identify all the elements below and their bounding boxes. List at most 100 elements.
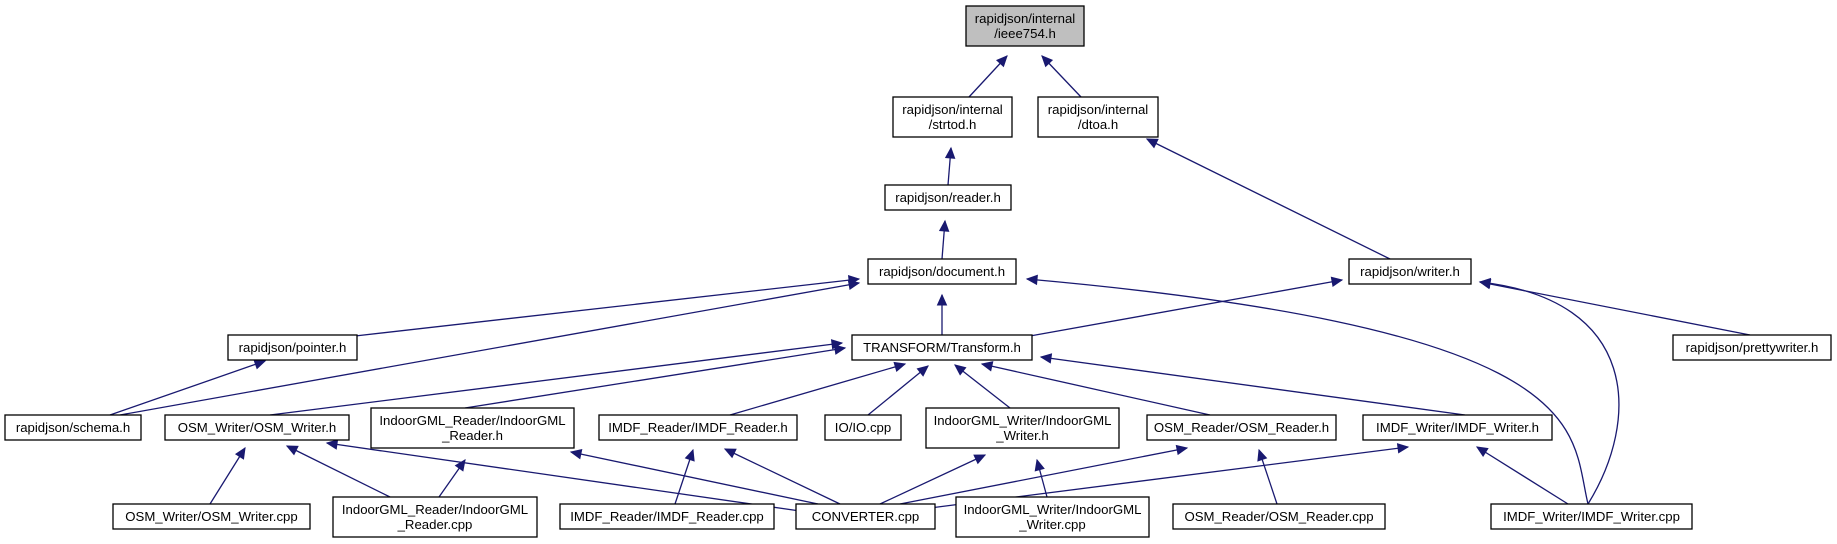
edge-converter_cpp-to-indoorgml_writer_h xyxy=(879,454,986,505)
edge-osm_writer_cpp-to-osm_writer_h xyxy=(209,447,246,505)
node-box xyxy=(559,503,775,530)
edge-converter_cpp-to-imdf_reader_h xyxy=(724,448,841,505)
node-osm-reader-cpp[interactable]: OSM_Reader/OSM_Reader.cpp xyxy=(1172,503,1386,530)
node-label: rapidjson/reader.h xyxy=(895,190,1001,205)
node-box xyxy=(1672,334,1832,361)
node-converter-cpp[interactable]: CONVERTER.cpp xyxy=(795,503,936,530)
node-label: rapidjson/writer.h xyxy=(1360,264,1460,279)
edge-transform-to-writer xyxy=(1029,279,1343,337)
node-label: IndoorGML_Reader/IndoorGML xyxy=(342,502,528,517)
edge-arrowhead xyxy=(1034,458,1045,472)
edge-arrowhead xyxy=(936,293,948,306)
node-writer[interactable]: rapidjson/writer.h xyxy=(1348,258,1472,285)
node-label: IMDF_Writer/IMDF_Writer.h xyxy=(1376,420,1539,435)
node-label: rapidjson/internal xyxy=(902,102,1003,117)
node-reader[interactable]: rapidjson/reader.h xyxy=(884,184,1012,211)
node-box xyxy=(112,503,311,530)
edge-pointer-to-document xyxy=(354,278,860,337)
edge-arrowhead xyxy=(1175,444,1189,456)
node-imdf-reader-h[interactable]: IMDF_Reader/IMDF_Reader.h xyxy=(598,414,798,441)
node-imdf-reader-cpp[interactable]: IMDF_Reader/IMDF_Reader.cpp xyxy=(559,503,775,530)
node-imdf-writer-cpp[interactable]: IMDF_Writer/IMDF_Writer.cpp xyxy=(1490,503,1693,530)
edge-arrowhead xyxy=(234,446,246,460)
node-osm-reader-h[interactable]: OSM_Reader/OSM_Reader.h xyxy=(1146,414,1337,441)
node-label: IndoorGML_Writer/IndoorGML xyxy=(964,502,1142,517)
node-box xyxy=(884,184,1012,211)
edge-converter_cpp-to-osm_writer_h xyxy=(326,442,801,512)
edge-arrowhead xyxy=(253,359,267,370)
edge-imdf_writer_cpp-to-document xyxy=(1026,278,1589,505)
edge-arrowhead xyxy=(1478,277,1492,289)
edge-arrowhead xyxy=(454,459,466,472)
node-strtod[interactable]: rapidjson/internal/strtod.h xyxy=(892,96,1013,138)
nodes-layer: rapidjson/internal/ieee754.hrapidjson/in… xyxy=(4,5,1832,538)
node-label: OSM_Reader/OSM_Reader.cpp xyxy=(1184,509,1373,524)
node-box xyxy=(4,414,142,441)
node-box xyxy=(598,414,798,441)
edge-arrowhead xyxy=(1145,138,1159,149)
edge-arrowhead xyxy=(1041,55,1054,68)
node-label: IMDF_Writer/IMDF_Writer.cpp xyxy=(1503,509,1680,524)
node-label: OSM_Reader/OSM_Reader.h xyxy=(1154,420,1329,435)
node-label: OSM_Writer/OSM_Writer.h xyxy=(178,420,337,435)
edge-writer-to-dtoa xyxy=(1146,138,1391,260)
edge-arrowhead xyxy=(847,279,861,291)
node-label: rapidjson/schema.h xyxy=(16,420,130,435)
edge-arrowhead xyxy=(944,146,956,159)
edge-arrowhead xyxy=(569,449,583,460)
edge-arrowhead xyxy=(980,361,994,372)
node-pointer[interactable]: rapidjson/pointer.h xyxy=(227,334,358,361)
node-box xyxy=(824,414,902,441)
node-box xyxy=(1146,414,1337,441)
node-label: rapidjson/prettywriter.h xyxy=(1686,340,1819,355)
edge-schema-to-pointer xyxy=(109,360,266,416)
node-indoorgml-writer-cpp[interactable]: IndoorGML_Writer/IndoorGML_Writer.cpp xyxy=(955,496,1150,538)
node-box xyxy=(955,496,1150,538)
node-box xyxy=(1348,258,1472,285)
edge-arrowhead xyxy=(916,365,929,377)
node-prettywriter[interactable]: rapidjson/prettywriter.h xyxy=(1672,334,1832,361)
edges-layer xyxy=(109,55,1751,512)
node-box xyxy=(164,414,350,441)
node-label: /dtoa.h xyxy=(1078,117,1118,132)
edge-arrowhead xyxy=(973,454,987,465)
node-box xyxy=(1037,96,1159,138)
edge-arrowhead xyxy=(833,344,847,355)
node-indoorgml-reader-h[interactable]: IndoorGML_Reader/IndoorGML_Reader.h xyxy=(370,407,575,449)
edge-arrowhead xyxy=(893,361,907,373)
node-box xyxy=(1172,503,1386,530)
node-schema[interactable]: rapidjson/schema.h xyxy=(4,414,142,441)
node-label: IndoorGML_Reader/IndoorGML xyxy=(379,413,565,428)
node-box xyxy=(851,334,1033,361)
edge-converter_cpp-to-indoorgml_reader_h xyxy=(570,451,819,505)
node-box xyxy=(965,5,1085,47)
edge-arrowhead xyxy=(995,55,1008,68)
node-label: IndoorGML_Writer/IndoorGML xyxy=(934,413,1112,428)
node-label: /strtod.h xyxy=(929,117,977,132)
node-document[interactable]: rapidjson/document.h xyxy=(867,258,1017,285)
node-osm-writer-h[interactable]: OSM_Writer/OSM_Writer.h xyxy=(164,414,350,441)
node-ieee754[interactable]: rapidjson/internal/ieee754.h xyxy=(965,5,1085,47)
node-imdf-writer-h[interactable]: IMDF_Writer/IMDF_Writer.h xyxy=(1362,414,1553,441)
node-label: OSM_Writer/OSM_Writer.cpp xyxy=(125,509,297,524)
edge-io_cpp-to-transform xyxy=(867,365,929,416)
edge-imdf_writer_cpp-to-imdf_writer_h xyxy=(1476,446,1569,505)
node-label: rapidjson/internal xyxy=(975,11,1076,26)
node-io-cpp[interactable]: IO/IO.cpp xyxy=(824,414,902,441)
edge-arrowhead xyxy=(938,219,950,232)
node-box xyxy=(925,407,1120,449)
node-box xyxy=(795,503,936,530)
node-label: rapidjson/pointer.h xyxy=(239,340,347,355)
node-dtoa[interactable]: rapidjson/internal/dtoa.h xyxy=(1037,96,1159,138)
edge-osm_writer_h-to-transform xyxy=(269,342,843,416)
edge-indoorgml_reader_cpp-to-osm_writer_h xyxy=(286,445,391,498)
node-indoorgml-writer-h[interactable]: IndoorGML_Writer/IndoorGML_Writer.h xyxy=(925,407,1120,449)
edge-arrowhead xyxy=(1330,276,1344,288)
node-osm-writer-cpp[interactable]: OSM_Writer/OSM_Writer.cpp xyxy=(112,503,311,530)
node-label: _Reader.h xyxy=(441,428,503,443)
node-indoorgml-reader-cpp[interactable]: IndoorGML_Reader/IndoorGML_Reader.cpp xyxy=(332,496,538,538)
node-transform[interactable]: TRANSFORM/Transform.h xyxy=(851,334,1033,361)
node-box xyxy=(1490,503,1693,530)
edge-arrowhead xyxy=(1025,274,1038,286)
